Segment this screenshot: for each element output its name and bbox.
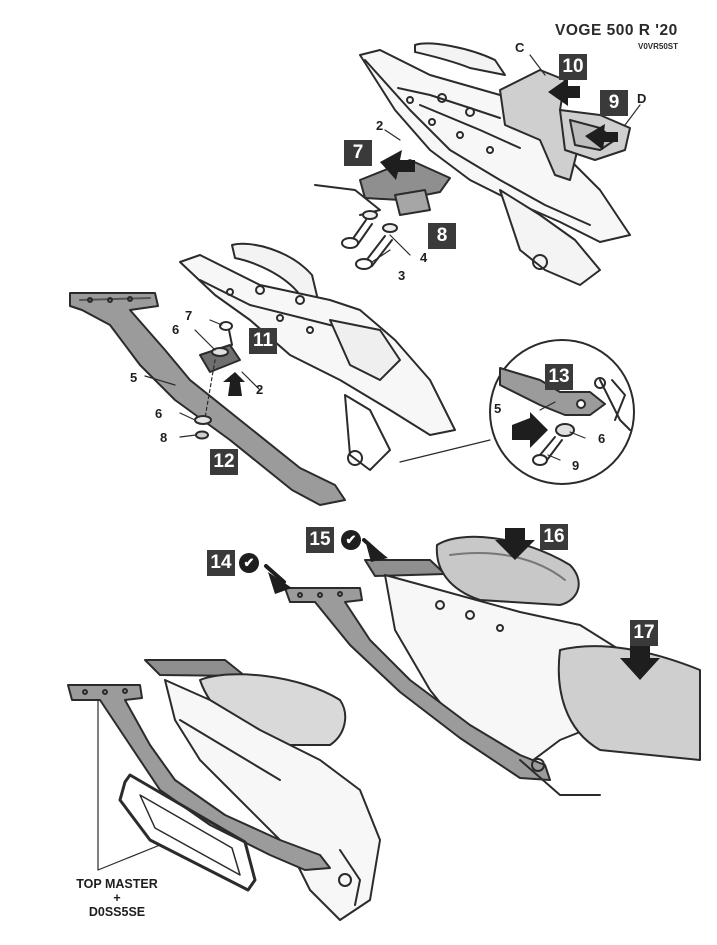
step-13-badge: 13 <box>545 364 573 390</box>
part-5-label: 5 <box>130 370 138 385</box>
panel-top-frame <box>314 42 641 286</box>
step-9-badge: 9 <box>600 90 628 116</box>
model-title: VOGE 500 R '20 <box>555 22 678 39</box>
part-3-label: 3 <box>398 268 406 283</box>
part-2-label: 2 <box>256 382 264 397</box>
accessory-note-line1: TOP MASTER <box>76 877 158 891</box>
panel-bottom-left <box>67 659 381 921</box>
step-17-badge: 17 <box>630 620 658 646</box>
check-icon: ✔ <box>239 553 259 573</box>
step-15-badge: 15 <box>306 527 334 553</box>
part-9-label: 9 <box>572 458 580 473</box>
step-7-badge: 7 <box>344 140 372 166</box>
step-8-badge: 8 <box>428 223 456 249</box>
check-icon: ✔ <box>341 530 361 550</box>
kit-code: V0VR50ST <box>638 42 679 51</box>
step-10-badge: 10 <box>559 54 587 80</box>
accessory-note-line3: D0SS5SE <box>88 905 146 919</box>
part-5-label: 5 <box>494 401 502 416</box>
accessory-note: TOP MASTER + D0SS5SE <box>72 877 162 919</box>
label-d: D <box>637 91 647 106</box>
part-6-label: 6 <box>155 406 163 421</box>
part-6-label: 6 <box>598 431 606 446</box>
step-12-badge: 12 <box>210 449 238 475</box>
panel-bottom-right <box>284 535 701 796</box>
detail-circle <box>489 339 635 485</box>
part-7-label: 7 <box>185 308 193 323</box>
part-2-label: 2 <box>376 118 384 133</box>
part-6-label: 6 <box>172 322 180 337</box>
step-11-badge: 11 <box>249 328 277 354</box>
label-c: C <box>515 40 525 55</box>
part-4-label: 4 <box>420 250 428 265</box>
accessory-note-line2: + <box>113 891 121 905</box>
part-8-label: 8 <box>160 430 168 445</box>
step-16-badge: 16 <box>540 524 568 550</box>
step-14-badge: 14 <box>207 550 235 576</box>
panel-middle-rack <box>69 242 491 506</box>
